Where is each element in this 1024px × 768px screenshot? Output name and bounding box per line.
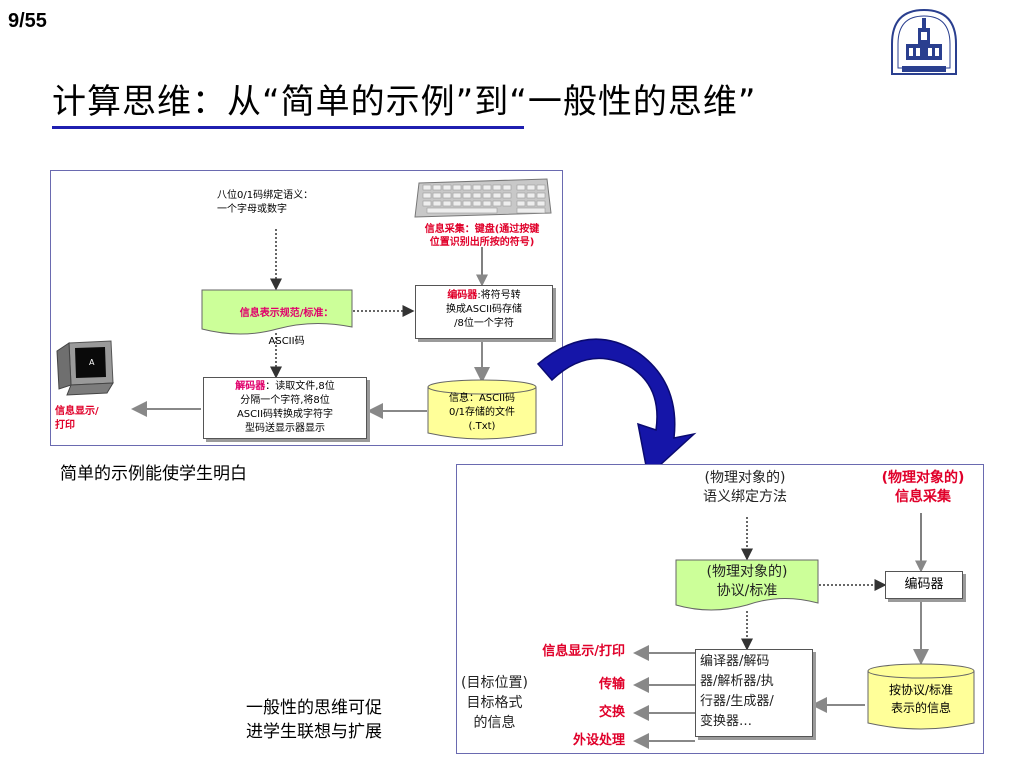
university-seal-icon: 1938: [884, 4, 964, 80]
standard-box-title: 信息表示规范/标准：: [239, 308, 334, 319]
ascii-file-cylinder: 信息：ASCII码 0/1存储的文件 (.Txt): [427, 379, 537, 441]
protocol-standard-text: (物理对象的) 协议/标准: [706, 564, 788, 599]
ascii-file-text: 信息：ASCII码 0/1存储的文件 (.Txt): [448, 393, 516, 432]
general-thinking-connectors: [633, 513, 929, 749]
page-title: 计算思维：从“简单的示例”到“一般性的思维”: [52, 82, 757, 122]
general-thinking-caption: 一般性的思维可促 进学生联想与扩展: [246, 698, 382, 742]
target-format-text: (目标位置) 目标格式 的信息: [461, 675, 528, 731]
simple-example-caption: 简单的示例能使学生明白: [60, 464, 247, 484]
semantic-binding-method: (物理对象的) 语义绑定方法: [703, 470, 787, 505]
output-display-print: 信息显示/打印: [542, 644, 625, 659]
crt-monitor-icon: A: [55, 339, 115, 399]
decoder-box: 解码器：读取文件,8位 分隔一个字符,将8位 ASCII码转换成字符字 型码送显…: [203, 377, 367, 439]
keyboard-caption: 信息采集：键盘(通过按键 位置识别出所按的符号): [424, 224, 540, 248]
storage-text: 按协议/标准 表示的信息: [888, 683, 954, 715]
title-underline: [52, 126, 524, 129]
info-collection-label: (物理对象的) 信息采集: [881, 470, 965, 505]
standard-box: 信息表示规范/标准： ASCII码: [201, 289, 353, 347]
storage-cylinder: 按协议/标准 表示的信息: [867, 663, 975, 731]
svg-text:A: A: [89, 358, 95, 367]
general-thinking-panel: (物理对象的) 语义绑定方法 (物理对象的) 信息采集 (物理对象的) 协议/标…: [456, 464, 984, 754]
output-transmission: 传输: [598, 677, 625, 692]
decoder-box-body: ：读取文件,8位 分隔一个字符,将8位 ASCII码转换成字符字 型码送显示器显…: [236, 381, 335, 434]
display-print-label: 信息显示/ 打印: [55, 406, 99, 431]
logo-year: 1938: [916, 60, 931, 67]
page-number: 9/55: [8, 10, 47, 32]
simple-example-connectors: [131, 229, 490, 419]
general-encoder-text: 编码器: [904, 577, 944, 592]
output-exchange: 交换: [598, 705, 625, 720]
encoder-box-body: :将符号转 换成ASCII码存储 /8位一个字符: [445, 290, 523, 329]
output-peripheral: 外设处理: [572, 733, 625, 748]
keyboard-icon: [413, 175, 553, 221]
semantic-binding-text: 八位0/1码绑定语义： 一个字母或数字: [217, 190, 314, 215]
processor-text: 编译器/解码 器/解析器/执 行器/生成器/ 变换器…: [700, 654, 774, 729]
protocol-standard-box: (物理对象的) 协议/标准: [675, 559, 819, 613]
curved-arrow-icon: [520, 330, 700, 480]
general-encoder-box: 编码器: [885, 571, 963, 599]
standard-box-body: ASCII码: [268, 336, 305, 347]
simple-example-panel: 八位0/1码绑定语义： 一个字母或数字 信息采集：键盘(通过按键 位置识别出所按…: [50, 170, 563, 446]
encoder-box-title: 编码器: [447, 290, 478, 301]
decoder-box-title: 解码器: [235, 381, 266, 392]
processor-box: 编译器/解码 器/解析器/执 行器/生成器/ 变换器…: [695, 649, 813, 737]
encoder-box: 编码器:将符号转 换成ASCII码存储 /8位一个字符: [415, 285, 553, 339]
